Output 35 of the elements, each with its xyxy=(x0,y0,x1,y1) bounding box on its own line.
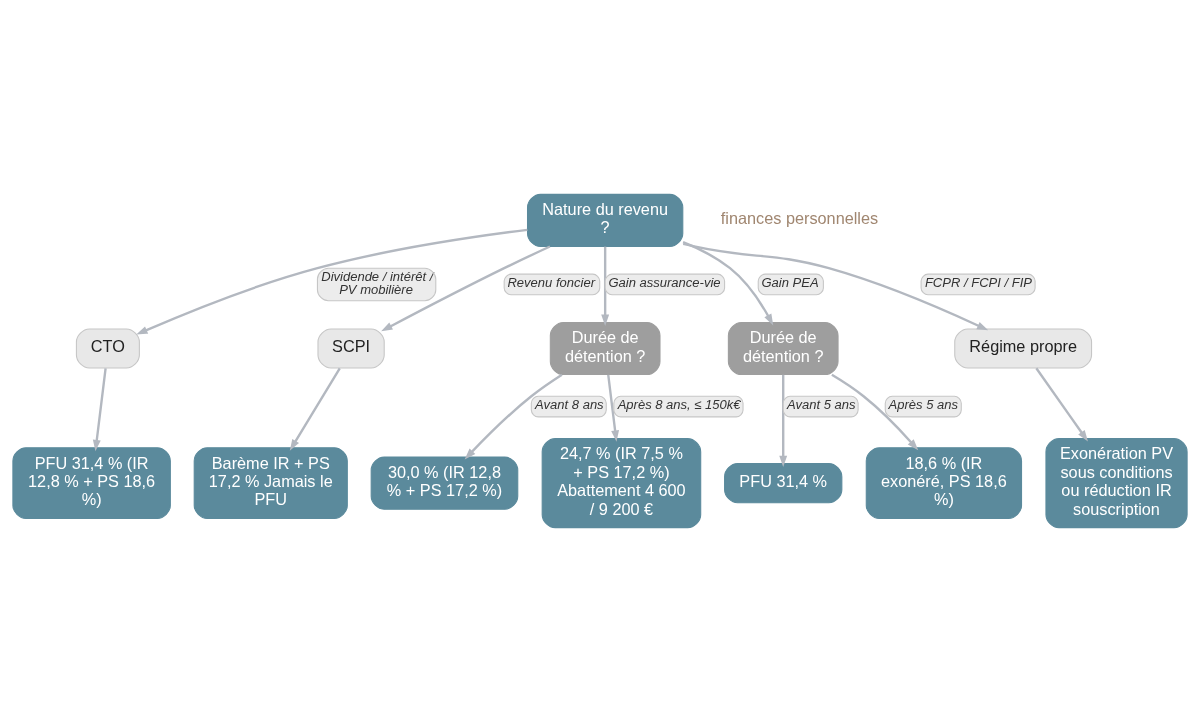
node-box: Durée de détention ? xyxy=(727,321,839,375)
arrow xyxy=(92,367,107,451)
node-box: Barème IR + PS 17,2 % Jamais le PFU xyxy=(193,446,348,519)
arrow xyxy=(601,246,610,326)
edge-label: Avant 8 ans xyxy=(535,396,604,412)
node-box: Régime propre xyxy=(954,327,1093,369)
node-box: 18,6 % (IR exonéré, PS 18,6 %) xyxy=(865,446,1023,519)
edge-label: Gain PEA xyxy=(761,274,819,290)
node-box: Durée de détention ? xyxy=(549,321,661,375)
node-box: Nature du revenu ? xyxy=(527,193,684,247)
node-box: PFU 31,4 % (IR 12,8 % + PS 18,6 %) xyxy=(12,446,171,519)
node-box: Exonération PV sous conditions ou réduction IR souscription xyxy=(1045,437,1188,528)
node-box: SCPI xyxy=(317,327,385,369)
node-box: 30,0 % (IR 12,8 % + PS 17,2 %) xyxy=(370,456,519,510)
node-box: CTO xyxy=(75,327,140,369)
label: finances personnelles xyxy=(720,208,879,227)
arrow xyxy=(464,373,563,460)
edge-label: Après 8 ans, ≤ 150k€ xyxy=(617,396,741,412)
arrow xyxy=(831,373,919,450)
edge-label: Gain assurance-vie xyxy=(608,274,721,290)
edge-label: Après 5 ans xyxy=(888,396,958,412)
arrow xyxy=(136,228,528,335)
edge-label: Revenu foncier xyxy=(507,274,595,290)
arrow xyxy=(607,374,620,442)
node-box: PFU 31,4 % xyxy=(724,462,843,503)
arrow xyxy=(779,374,788,467)
edge-label: Avant 5 ans xyxy=(787,396,856,412)
arrow xyxy=(289,367,341,451)
node-box: 24,7 % (IR 7,5 % + PS 17,2 %) Abattement 4 600 / 9 200 € xyxy=(541,437,702,528)
arrow xyxy=(381,244,551,331)
arrow xyxy=(682,240,774,325)
arrow xyxy=(1035,367,1088,442)
edge-label: Dividende / intérêt / PV mobilière xyxy=(321,268,434,297)
edge-label: FCPR / FCPI / FIP xyxy=(924,274,1032,290)
arrow xyxy=(682,242,989,330)
